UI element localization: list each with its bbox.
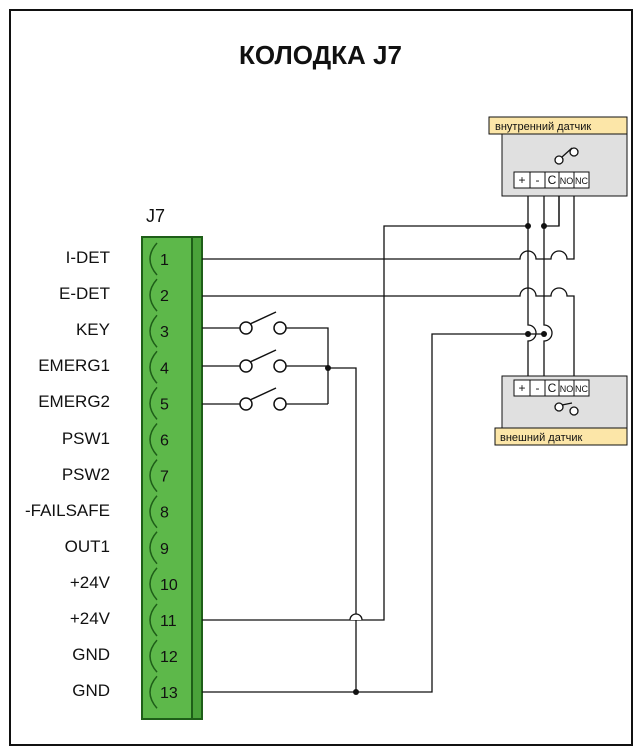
pin-label: E-DET	[59, 284, 110, 304]
pin-label: KEY	[75, 320, 110, 340]
pin-number: 6	[160, 433, 169, 450]
pin-number: 12	[160, 649, 178, 666]
wire-hop	[349, 613, 363, 621]
terminal-label: NC	[575, 176, 588, 186]
terminal-box	[573, 379, 590, 397]
wire-emerg-bus	[328, 367, 357, 692]
pin-number: 9	[160, 541, 169, 558]
pin-number: 1	[160, 252, 169, 269]
pin-arc	[149, 459, 158, 493]
pin-label: GND	[72, 645, 110, 665]
pin-arc	[149, 639, 158, 673]
pin-arc	[149, 495, 158, 529]
wire-edet	[202, 287, 575, 388]
switch-emerg1	[239, 349, 287, 373]
pin-label: +24V	[69, 609, 110, 628]
terminal-box	[573, 171, 590, 189]
terminal-label: C	[548, 381, 557, 395]
junctions	[325, 223, 547, 695]
pin-arc	[149, 314, 158, 348]
pin-label: PSW1	[61, 428, 110, 448]
pin-arc	[149, 350, 158, 384]
pin-label: GND	[72, 681, 110, 701]
pin-number: 8	[160, 505, 169, 522]
pin-number: 13	[160, 685, 178, 702]
pin-label: PSW2	[61, 464, 110, 484]
terminal-label: C	[548, 173, 557, 187]
wire-24v	[202, 225, 528, 621]
pin-number: 3	[160, 324, 169, 341]
pin-number: 10	[160, 577, 178, 594]
sensor-external-label: внешний датчик	[500, 432, 582, 444]
terminal-label: +	[518, 173, 525, 187]
pin-label: EMERG1	[38, 356, 110, 376]
outer-frame	[9, 9, 633, 746]
wires	[202, 169, 575, 693]
terminal-label: +	[518, 381, 525, 395]
pin-number: 5	[160, 396, 169, 413]
pin-arc	[149, 278, 158, 312]
wire-gnd	[202, 333, 544, 693]
pin-label: -FAILSAFE	[24, 500, 110, 520]
terminal-label: NO	[560, 384, 574, 394]
wire-plus-bus	[527, 226, 537, 388]
terminal-label: -	[536, 381, 540, 395]
terminal-label: -	[536, 173, 540, 187]
pin-arc	[149, 567, 158, 601]
pin-arc	[149, 675, 158, 709]
pin-arc	[149, 531, 158, 565]
switch-emerg2	[239, 387, 287, 411]
page-title: КОЛОДКА J7	[239, 40, 402, 70]
wire-idet	[202, 169, 575, 260]
pin-number: 7	[160, 469, 169, 486]
pin-arc	[149, 242, 158, 276]
pin-number: 4	[160, 360, 169, 377]
pin-arc	[149, 386, 158, 420]
switches	[239, 311, 287, 411]
sensor-internal-label: внутренний датчик	[495, 121, 591, 133]
sensor-external-label-box	[494, 427, 628, 446]
pin-number: 11	[160, 613, 177, 630]
wire-minus-bus	[543, 226, 553, 388]
pin-number: 2	[160, 288, 169, 305]
pin-label: +24V	[69, 572, 110, 592]
switch-key	[239, 311, 287, 335]
pin-arc	[149, 603, 158, 637]
terminal-label: NC	[575, 384, 588, 394]
pin-label: I-DET	[65, 248, 110, 267]
connector-side	[191, 236, 203, 720]
connector-name: J7	[146, 206, 166, 226]
pin-label: EMERG2	[38, 392, 110, 412]
pin-label: OUT1	[64, 536, 110, 556]
terminal-label: NO	[560, 176, 574, 186]
pin-arc	[149, 423, 158, 456]
